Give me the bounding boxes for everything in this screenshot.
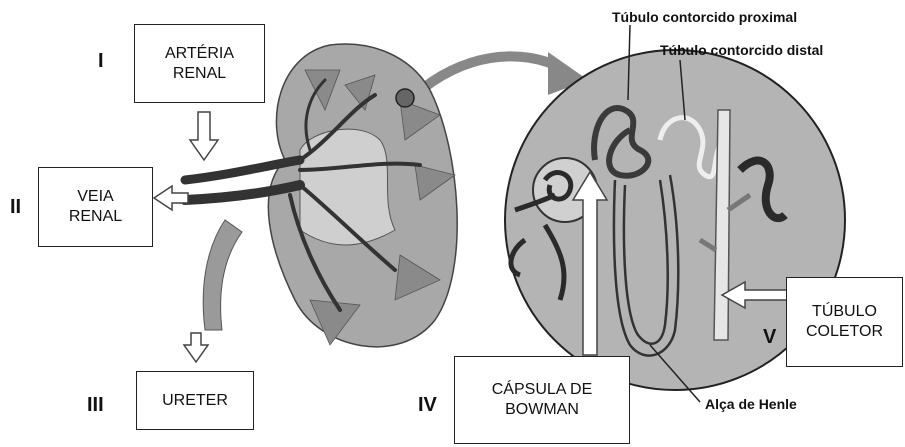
label-tubulo-distal: Túbulo contorcido distal <box>660 42 823 58</box>
numeral-ii: II <box>10 196 21 219</box>
arrow-down-artery <box>190 112 218 160</box>
box-capsula-bowman-text: CÁPSULA DE BOWMAN <box>492 380 592 420</box>
arrow-down-ureter <box>184 333 208 362</box>
arrow-left-vein <box>154 186 188 210</box>
box-ureter: URETER <box>136 371 254 430</box>
numeral-iv: IV <box>418 394 437 417</box>
numeral-iii: III <box>87 394 104 417</box>
box-arteria-renal: ARTÉRIA RENAL <box>134 24 265 103</box>
box-veia-renal-text: VEIA RENAL <box>69 187 122 227</box>
box-capsula-bowman: CÁPSULA DE BOWMAN <box>454 356 630 444</box>
selected-spot <box>396 89 414 107</box>
numeral-i: I <box>98 50 104 73</box>
box-tubulo-coletor: TÚBULO COLETOR <box>786 277 903 367</box>
box-veia-renal: VEIA RENAL <box>38 167 153 247</box>
ureter-tube <box>203 220 242 330</box>
label-tubulo-proximal: Túbulo contorcido proximal <box>612 9 797 25</box>
box-ureter-text: URETER <box>162 391 228 411</box>
box-tubulo-coletor-text: TÚBULO COLETOR <box>806 302 883 342</box>
label-alca-henle: Alça de Henle <box>705 396 797 412</box>
numeral-v: V <box>763 326 776 349</box>
box-arteria-renal-text: ARTÉRIA RENAL <box>165 44 234 84</box>
zoom-arrow-shaft <box>415 56 565 95</box>
